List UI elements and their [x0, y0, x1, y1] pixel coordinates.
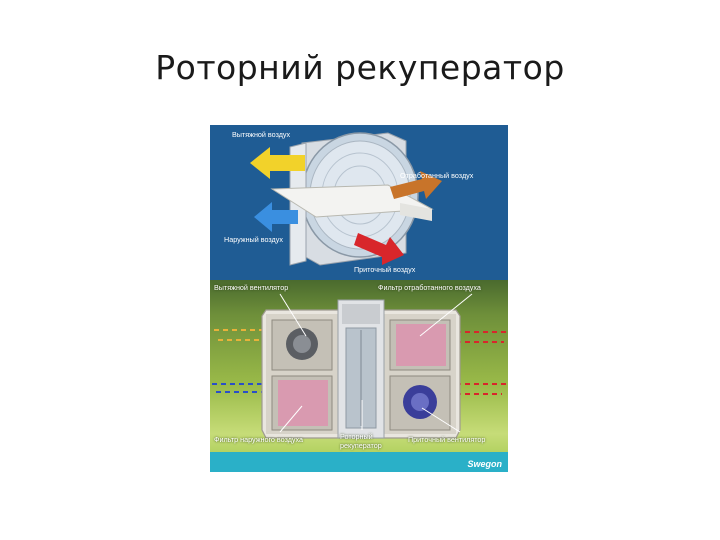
label-supply-air: Приточный воздух — [354, 265, 416, 274]
air-handling-unit-diagram: Вытяжной вентилятор Фильтр отработанного… — [210, 280, 508, 472]
supply-air-arrow — [354, 233, 404, 265]
brand-logo: Swegon — [467, 459, 502, 469]
label-waste-air: Отработанный воздух — [400, 171, 474, 180]
unit-illustration — [212, 293, 506, 439]
label-outdoor-air-filter: Фильтр наружного воздуха — [214, 435, 304, 444]
slide-title: Роторний рекуператор — [155, 48, 565, 87]
rotary-recuperator-figure: Вытяжной воздух Отработанный воздух Нару… — [210, 125, 508, 472]
label-rotary-recuperator-1: Роторный — [340, 432, 373, 441]
label-rotary-recuperator-2: рекуператор — [340, 441, 382, 450]
rotor-diagram: Вытяжной воздух Отработанный воздух Нару… — [210, 125, 508, 280]
waste-air-arrow — [390, 171, 442, 199]
brand-bar — [210, 452, 508, 472]
label-waste-air-filter: Фильтр отработанного воздуха — [378, 283, 481, 292]
label-supply-fan: Приточный вентилятор — [408, 435, 486, 444]
exhaust-air-arrow — [250, 147, 305, 179]
label-exhaust-air: Вытяжной воздух — [232, 130, 291, 139]
label-outdoor-air: Наружный воздух — [224, 235, 283, 244]
outdoor-air-arrow — [254, 202, 298, 232]
label-exhaust-fan: Вытяжной вентилятор — [214, 283, 289, 292]
rotor-illustration — [250, 132, 442, 266]
